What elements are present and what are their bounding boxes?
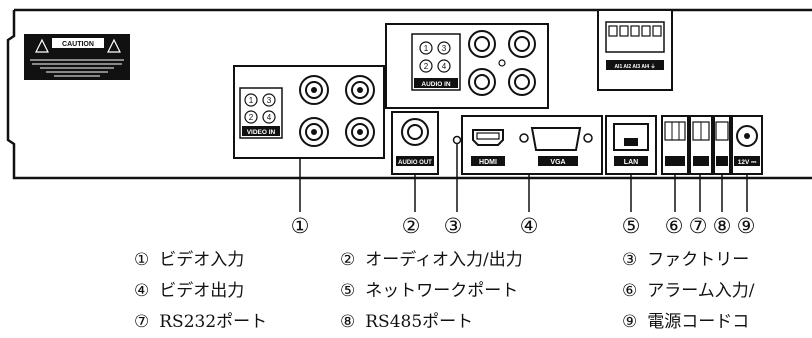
rca-connector-3 [468, 68, 496, 96]
callout-9: ⑨ [737, 214, 756, 238]
power-group: 12V ⎓ [731, 115, 763, 175]
callout-5: ⑤ [622, 214, 641, 238]
rca-connector-2 [508, 30, 536, 58]
svg-text:1: 1 [424, 44, 429, 53]
svg-text:3: 3 [442, 44, 447, 53]
audio-out-group: AUDIO OUT [391, 111, 439, 175]
vga-port [530, 127, 582, 151]
hdmi-port [472, 129, 504, 146]
bnc-connector-4 [345, 117, 375, 147]
caution-label: CAUTION [24, 34, 130, 80]
exclamation-warning-icon [107, 38, 121, 53]
bnc-connector-3 [299, 117, 329, 147]
callout-3: ③ [444, 214, 463, 238]
lightning-warning-icon [35, 38, 49, 53]
svg-text:3: 3 [267, 96, 272, 105]
vga-label: VGA [550, 159, 565, 166]
callout-2: ② [402, 214, 421, 238]
leader-lines [299, 144, 748, 212]
rs485-connector [713, 115, 731, 175]
rca-connector-4 [508, 68, 536, 96]
alarm-terminal-block: AI1 AI2 AI3 AI4 ⏚ [597, 9, 673, 91]
rca-connector-1 [468, 30, 496, 58]
svg-text:2: 2 [424, 62, 429, 71]
callout-4: ④ [520, 214, 539, 238]
lan-port [613, 123, 649, 151]
caution-title: CAUTION [62, 41, 94, 48]
lan-group: LAN [605, 115, 657, 175]
lan-label: LAN [624, 159, 638, 166]
callout-1: ① [291, 214, 310, 238]
rs232-connector [689, 115, 713, 175]
callout-6: ⑥ [665, 214, 684, 238]
hdmi-label: HDMI [479, 159, 497, 166]
callout-7: ⑦ [689, 214, 708, 238]
chassis-outline [6, 8, 812, 180]
video-in-label: VIDEO IN [247, 129, 276, 136]
bnc-connector-1 [299, 75, 329, 105]
terminal-label: AI1 AI2 AI3 AI4 ⏚ [614, 63, 655, 70]
factory-reset-hole [452, 135, 462, 145]
audio-in-label: AUDIO IN [421, 81, 451, 88]
svg-text:1: 1 [249, 96, 254, 105]
bnc-connector-2 [345, 75, 375, 105]
power-label: 12V ⎓ [738, 159, 757, 166]
video-in-group: 1 3 2 4 VIDEO IN [233, 65, 385, 159]
svg-text:2: 2 [249, 113, 254, 122]
svg-text:4: 4 [442, 62, 447, 71]
video-out-group: HDMI VGA [461, 115, 603, 175]
svg-text:4: 4 [267, 113, 272, 122]
alarm-connector [661, 115, 689, 175]
callout-8: ⑧ [713, 214, 732, 238]
audio-out-label: AUDIO OUT [398, 160, 432, 166]
audio-in-group: 1 3 2 4 AUDIO IN [385, 23, 549, 109]
callout-numbers: ① ② ③ ④ ⑤ ⑥ ⑦ ⑧ ⑨ [291, 214, 756, 238]
